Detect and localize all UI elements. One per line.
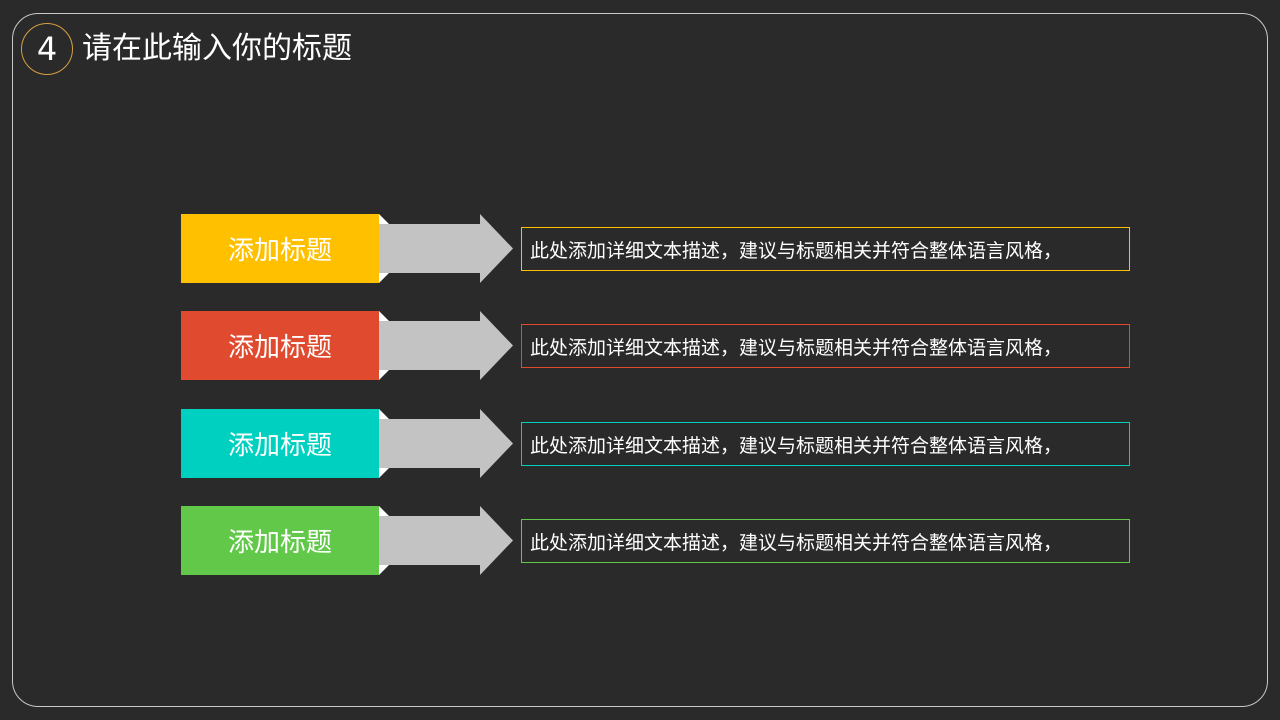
arrow-right-icon <box>379 506 513 575</box>
slide-frame <box>12 13 1268 707</box>
page-title[interactable]: 请在此输入你的标题 <box>82 31 352 66</box>
fold-corner-top <box>379 506 389 516</box>
row-description-box[interactable]: 此处添加详细文本描述，建议与标题相关并符合整体语言风格， <box>521 324 1130 368</box>
list-item: 添加标题 此处添加详细文本描述，建议与标题相关并符合整体语言风格， <box>0 506 1280 576</box>
fold-corner-bottom <box>379 273 389 283</box>
fold-corner-top <box>379 409 389 419</box>
fold-corner-bottom <box>379 468 389 478</box>
list-item: 添加标题 此处添加详细文本描述，建议与标题相关并符合整体语言风格， <box>0 311 1280 381</box>
fold-corner-bottom <box>379 565 389 575</box>
row-title-box[interactable]: 添加标题 <box>181 506 379 575</box>
fold-corner-top <box>379 214 389 224</box>
row-title-box[interactable]: 添加标题 <box>181 409 379 478</box>
row-title-box[interactable]: 添加标题 <box>181 214 379 283</box>
fold-corner-bottom <box>379 370 389 380</box>
arrow-right-icon <box>379 214 513 283</box>
section-number-badge: 4 <box>21 23 73 75</box>
row-description-box[interactable]: 此处添加详细文本描述，建议与标题相关并符合整体语言风格， <box>521 519 1130 563</box>
row-description-box[interactable]: 此处添加详细文本描述，建议与标题相关并符合整体语言风格， <box>521 227 1130 271</box>
fold-corner-top <box>379 311 389 321</box>
arrow-right-icon <box>379 409 513 478</box>
row-description-box[interactable]: 此处添加详细文本描述，建议与标题相关并符合整体语言风格， <box>521 422 1130 466</box>
arrow-right-icon <box>379 311 513 380</box>
section-number: 4 <box>36 30 58 68</box>
list-item: 添加标题 此处添加详细文本描述，建议与标题相关并符合整体语言风格， <box>0 409 1280 479</box>
list-item: 添加标题 此处添加详细文本描述，建议与标题相关并符合整体语言风格， <box>0 214 1280 284</box>
row-title-box[interactable]: 添加标题 <box>181 311 379 380</box>
